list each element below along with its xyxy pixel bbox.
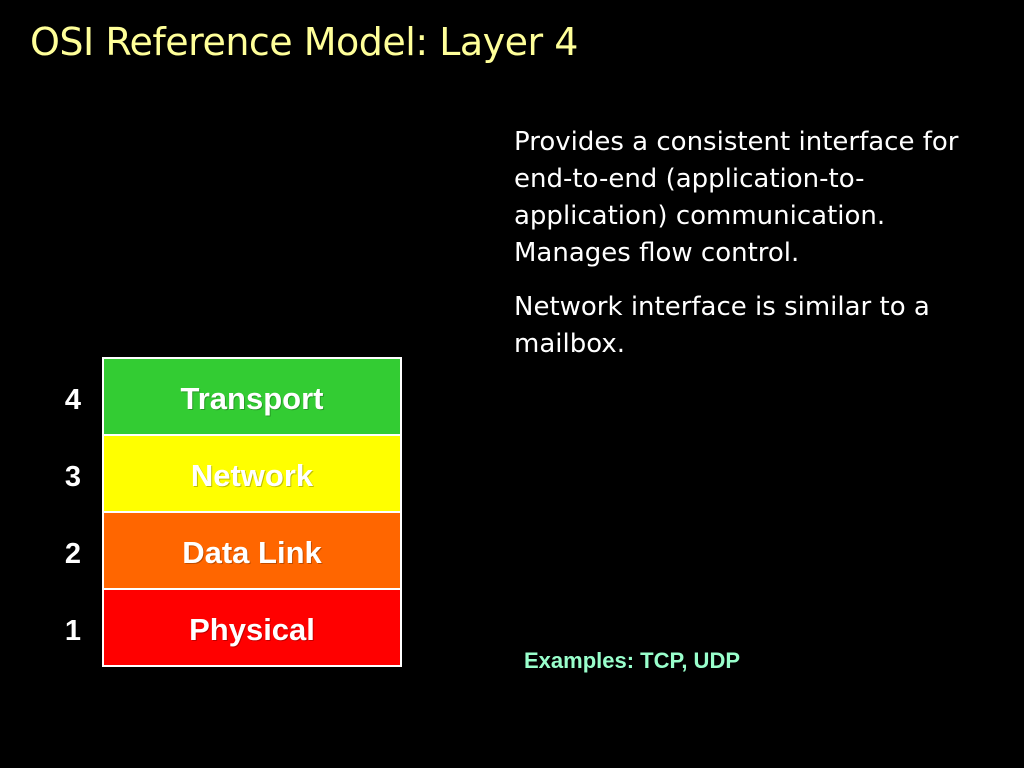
layer-number-4: 4 [64, 384, 82, 416]
layer-number-1: 1 [64, 615, 82, 647]
description-paragraph-1: Provides a consistent interface for end-… [514, 127, 959, 268]
examples-text: Examples: TCP, UDP [524, 648, 741, 673]
layer-number-2: 2 [64, 538, 82, 570]
layer-data-link: Data Link [104, 513, 400, 590]
layer-network: Network [104, 436, 400, 513]
slide-title: OSI Reference Model: Layer 4 [30, 20, 578, 64]
osi-layer-stack: Transport Network Data Link Physical [102, 357, 402, 667]
layer-transport: Transport [104, 359, 400, 436]
description-paragraph-2: Network interface is similar to a mailbo… [514, 292, 930, 359]
layer-description: Provides a consistent interface for end-… [514, 124, 984, 380]
layer-physical: Physical [104, 590, 400, 665]
layer-number-3: 3 [64, 461, 82, 493]
